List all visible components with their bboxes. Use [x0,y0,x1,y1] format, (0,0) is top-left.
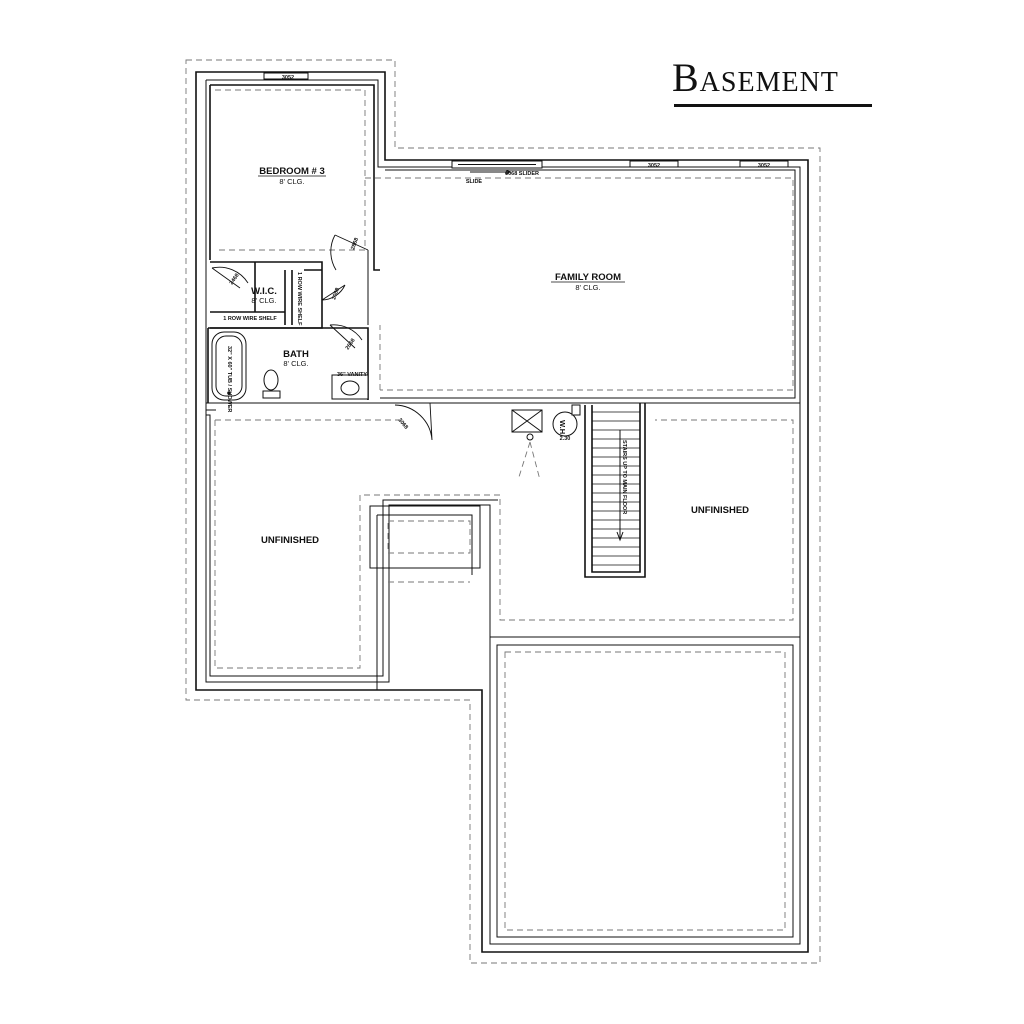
bath-door-swing [329,324,363,349]
room-label-unfinished-right: UNFINISHED [691,505,749,516]
room-label-bedroom: BEDROOM # 3 [259,166,324,177]
note-water-heater: W.H. [558,420,567,436]
window-family-2 [739,160,789,168]
exterior-wall-outer [195,71,809,953]
exterior-wall-inner [205,79,801,945]
water-heater [552,411,578,437]
room-label-bath: BATH [283,349,309,360]
wic-door-swing [211,266,249,289]
door-label-bath: 2668 [345,338,357,351]
family-room-wall [380,169,796,399]
ceiling-label-wic: 8' CLG. [251,296,276,305]
ceiling-label-family: 8' CLG. [575,283,600,292]
tub-shower [211,331,247,401]
window-label-family-2: 3052 [758,163,770,169]
bedroom-ceiling-dash [215,89,366,251]
window-bedroom [263,72,309,80]
room-label-unfinished-left: UNFINISHED [261,535,319,546]
window-family-1 [629,160,679,168]
interior-bump [369,505,481,569]
family-room-dash [365,177,794,391]
window-label-family-1: 3052 [648,163,660,169]
ceiling-label-bath: 8' CLG. [283,359,308,368]
note-wic-shelf: 1 ROW WIRE SHELF [223,316,277,322]
door-label-linen: 2068 [331,287,341,301]
note-stairs: STAIRS UP TO MAIN FLOOR [621,440,627,514]
slide-label: SLIDE [466,179,483,185]
ceiling-label-bedroom: 8' CLG. [279,177,304,186]
page-title: Basement [672,55,839,100]
title-underline [674,104,872,107]
stair-treads [592,411,640,566]
door-label-wic: 2468 [229,273,241,286]
lower-right-walls [490,636,800,938]
door-label-bedroom: 2868 [350,237,360,251]
stairs-walls [584,403,646,578]
note-water-heater-size: 2.30 [560,436,571,442]
door-label-unfinished: 3068 [396,417,408,430]
unfinished-left-dash [214,419,794,669]
window-label-bedroom: 3052 [282,75,294,81]
linen-door-swing [321,284,346,301]
note-linen-shelf: 1 ROW WIRE SHELF [296,272,302,326]
note-vanity: 36" VANITY [337,372,367,378]
unfinished-left-walls [206,409,498,677]
note-tub: 32" X 60" TUB / SHOWER [226,346,232,412]
toilet-icon [263,369,279,391]
bedroom-walls [209,84,380,271]
unfinished-door-swing [394,402,433,441]
hall-walls [321,250,369,328]
slider-label: 6068 SLIDER [505,171,539,177]
room-label-family: FAMILY ROOM [555,272,621,283]
bedroom-door-swing [330,234,369,271]
room-label-wic: W.I.C. [251,286,277,297]
